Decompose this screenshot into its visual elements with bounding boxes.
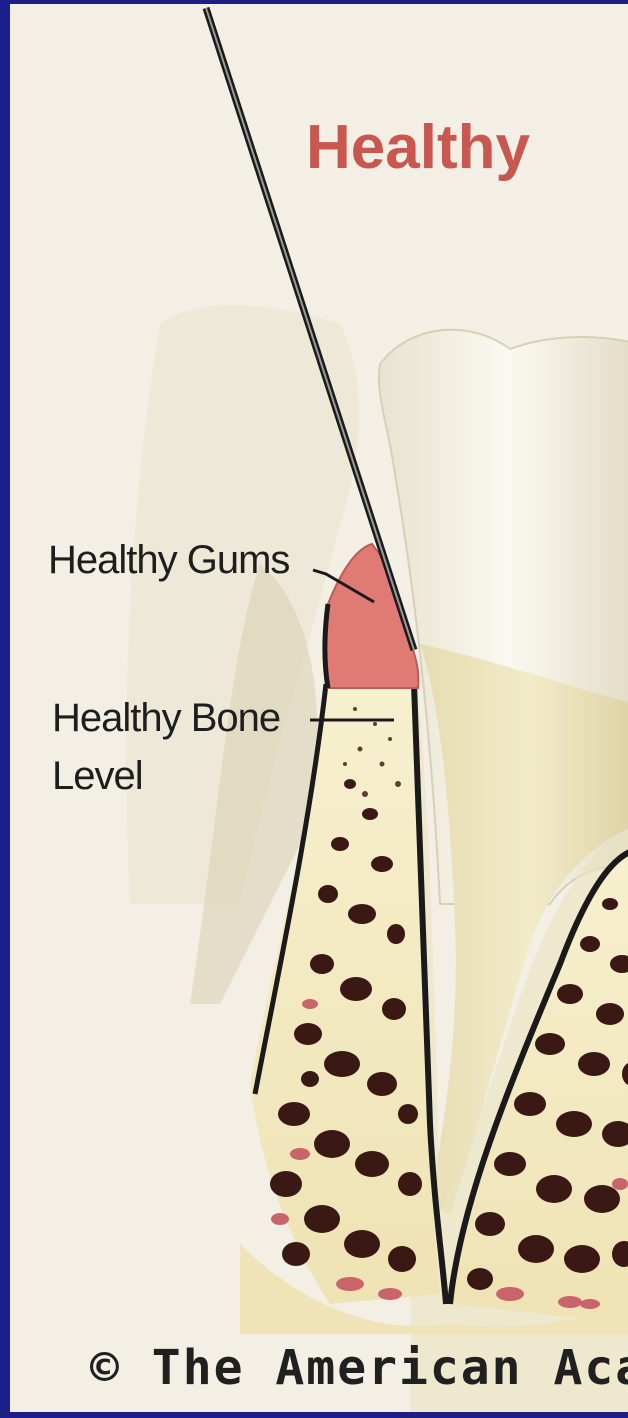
copyright-notice: © The American Acad [90, 1340, 628, 1396]
healthy-gums-label: Healthy Gums [48, 538, 289, 583]
healthy-bone-label-line1: Healthy Bone [52, 696, 280, 741]
healthy-bone-label-line2: Level [52, 754, 143, 799]
diagram-title: Healthy [306, 112, 530, 183]
